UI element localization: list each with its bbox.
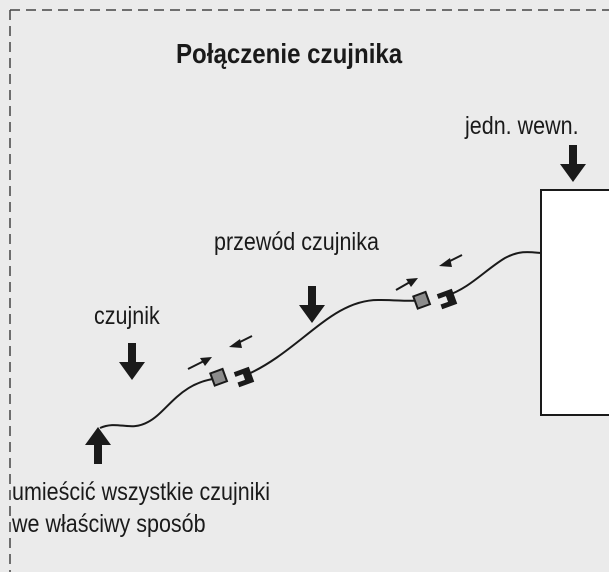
sensor-pointer-arrow — [119, 343, 145, 380]
sensor-cable-wire — [243, 298, 423, 377]
sensor-lead-wire — [99, 377, 223, 429]
connector-2-plug — [412, 290, 432, 310]
connector-2-socket — [436, 288, 458, 310]
connector-1-plug — [209, 367, 229, 387]
cable-connector-1 — [209, 366, 255, 388]
diagram-title: Połączenie czujnika — [176, 38, 403, 69]
sensor-label: czujnik — [94, 302, 160, 330]
indoor-unit-pointer-arrow — [560, 145, 586, 182]
cable-pointer-arrow — [299, 286, 325, 323]
sensor-tip-up-arrow — [85, 427, 111, 464]
sensor-cable-label: przewód czujnika — [214, 228, 379, 256]
cable-connector-2 — [412, 288, 458, 310]
cable-to-unit-wire — [445, 251, 542, 297]
indoor-unit-box — [540, 189, 609, 416]
indoor-unit-label: jedn. wewn. — [465, 112, 579, 140]
push-arrow-connector-1-right — [229, 335, 253, 348]
connector-1-socket — [233, 366, 255, 388]
placement-note-line-1: umieścić wszystkie czujniki — [12, 478, 271, 506]
push-arrow-connector-1-left — [187, 357, 212, 370]
placement-note-line-2: we właściwy sposób — [12, 510, 206, 538]
push-arrow-connector-2-right — [439, 254, 463, 267]
push-arrow-connector-2-left — [395, 278, 418, 291]
